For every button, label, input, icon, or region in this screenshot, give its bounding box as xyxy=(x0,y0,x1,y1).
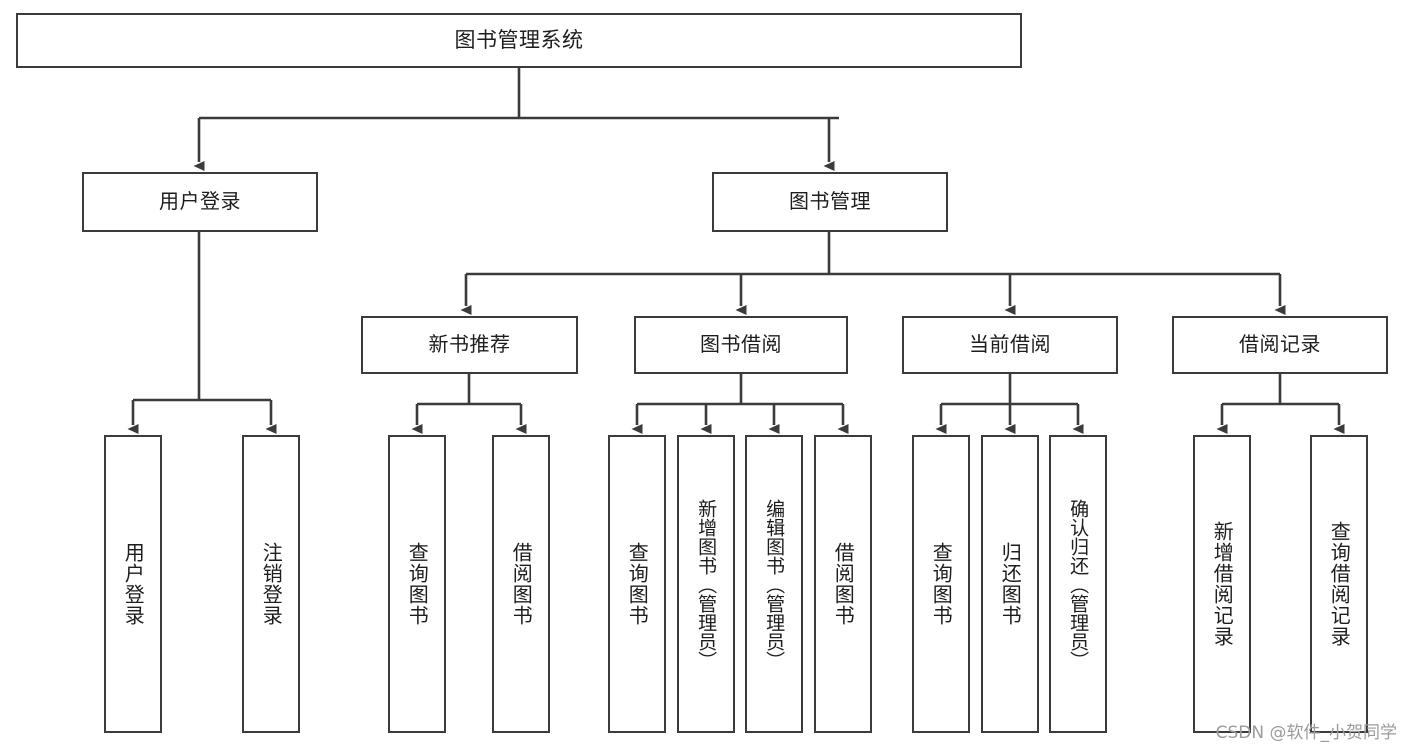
node-leaf-query-book-2[interactable]: 查询图书 xyxy=(608,435,666,733)
node-leaf-query-book-1[interactable]: 查询图书 xyxy=(388,435,446,733)
node-user-login[interactable]: 用户登录 xyxy=(82,172,318,232)
node-leaf-user-login-label: 用户登录 xyxy=(121,542,146,626)
node-book-borrow-label: 图书借阅 xyxy=(700,332,782,357)
node-leaf-query-book-1-label: 查询图书 xyxy=(405,542,430,626)
node-leaf-query-book-3[interactable]: 查询图书 xyxy=(912,435,970,733)
node-leaf-return-book[interactable]: 归还图书 xyxy=(981,435,1039,733)
node-leaf-add-book-label: 新增图书（管理员） xyxy=(695,498,718,670)
node-leaf-return-book-label: 归还图书 xyxy=(998,542,1023,626)
node-leaf-edit-book-label: 编辑图书（管理员） xyxy=(763,498,786,670)
node-root[interactable]: 图书管理系统 xyxy=(16,13,1022,68)
node-book-manage[interactable]: 图书管理 xyxy=(712,172,948,232)
node-borrow-record[interactable]: 借阅记录 xyxy=(1172,316,1388,374)
node-new-book-rec[interactable]: 新书推荐 xyxy=(361,316,578,374)
node-leaf-confirm-return-label: 确认归还（管理员） xyxy=(1067,498,1090,670)
watermark: CSDN @软件_小贺同学 xyxy=(1215,723,1397,743)
node-borrow-record-label: 借阅记录 xyxy=(1239,332,1321,357)
node-leaf-user-login[interactable]: 用户登录 xyxy=(104,435,162,733)
node-leaf-query-book-3-label: 查询图书 xyxy=(929,542,954,626)
node-current-borrow-label: 当前借阅 xyxy=(969,332,1051,357)
node-root-label: 图书管理系统 xyxy=(454,28,584,53)
node-new-book-rec-label: 新书推荐 xyxy=(428,332,511,357)
node-book-manage-label: 图书管理 xyxy=(789,189,871,214)
node-leaf-query-record-label: 查询借阅记录 xyxy=(1327,521,1352,647)
node-leaf-query-book-2-label: 查询图书 xyxy=(625,542,650,626)
node-leaf-add-record[interactable]: 新增借阅记录 xyxy=(1193,435,1251,733)
node-leaf-borrow-book-1-label: 借阅图书 xyxy=(509,542,534,626)
node-leaf-edit-book[interactable]: 编辑图书（管理员） xyxy=(745,435,803,733)
node-leaf-add-book[interactable]: 新增图书（管理员） xyxy=(677,435,735,733)
node-leaf-confirm-return[interactable]: 确认归还（管理员） xyxy=(1049,435,1107,733)
node-leaf-borrow-book-1[interactable]: 借阅图书 xyxy=(492,435,550,733)
node-leaf-borrow-book-2-label: 借阅图书 xyxy=(831,542,856,626)
node-leaf-add-record-label: 新增借阅记录 xyxy=(1210,521,1235,647)
node-leaf-user-logout-label: 注销登录 xyxy=(259,542,284,626)
node-leaf-query-record[interactable]: 查询借阅记录 xyxy=(1310,435,1368,733)
node-book-borrow[interactable]: 图书借阅 xyxy=(634,316,848,374)
node-user-login-label: 用户登录 xyxy=(159,189,241,214)
node-leaf-borrow-book-2[interactable]: 借阅图书 xyxy=(814,435,872,733)
node-current-borrow[interactable]: 当前借阅 xyxy=(902,316,1118,374)
node-leaf-user-logout[interactable]: 注销登录 xyxy=(242,435,300,733)
